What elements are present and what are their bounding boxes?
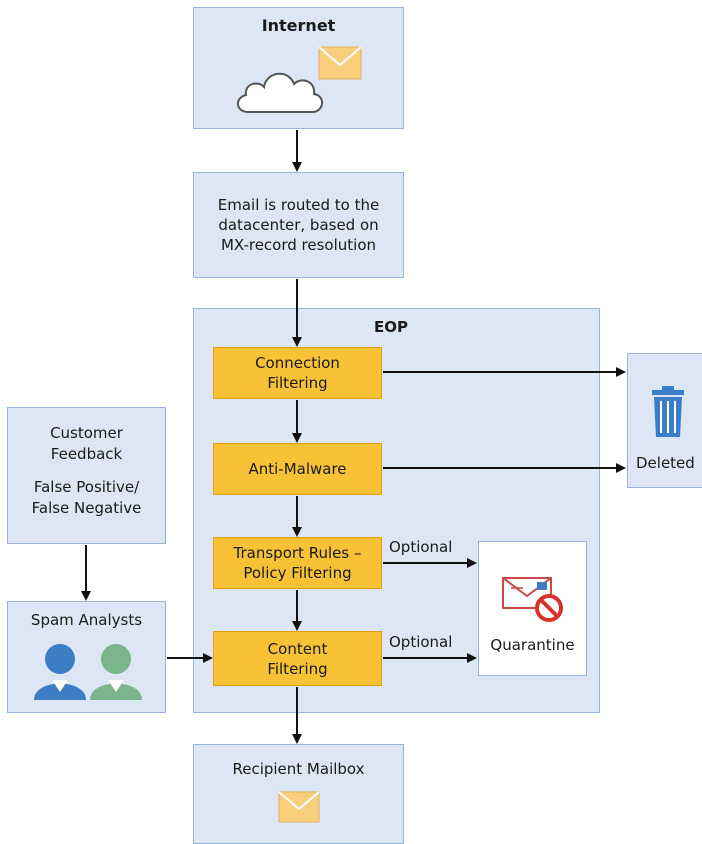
- recipient-mailbox-box: Recipient Mailbox: [193, 744, 404, 844]
- deleted-box: Deleted: [627, 353, 702, 488]
- transport-rules-line-1: Transport Rules –: [233, 544, 362, 562]
- content-filtering-line-2: Filtering: [267, 659, 328, 678]
- envelope-icon: [318, 46, 362, 80]
- optional-label-content: Optional: [389, 633, 453, 651]
- internet-title: Internet: [261, 16, 336, 35]
- user-icon: [34, 644, 86, 700]
- quarantine-label: Quarantine: [490, 636, 575, 654]
- envelope-icon: [278, 791, 320, 823]
- customer-feedback-line-2: Feedback: [50, 445, 123, 463]
- routing-line-3: MX-record resolution: [220, 236, 377, 254]
- customer-feedback-line-1: Customer: [50, 424, 123, 442]
- customer-feedback-line-3: False Positive/: [33, 478, 140, 496]
- routing-line-2: datacenter, based on: [218, 216, 379, 234]
- cloud-icon: [237, 72, 323, 113]
- optional-label-transport: Optional: [389, 538, 453, 556]
- anti-malware-label: Anti-Malware: [248, 460, 347, 478]
- internet-box: Internet: [193, 7, 404, 129]
- connection-filtering-box: Connection Filtering: [213, 347, 382, 399]
- routing-box: Email is routed to the datacenter, based…: [193, 172, 404, 278]
- anti-malware-box: Anti-Malware: [213, 443, 382, 495]
- customer-feedback-box: Customer Feedback False Positive/ False …: [7, 407, 166, 544]
- deleted-label: Deleted: [636, 454, 695, 472]
- content-filtering-box: Content Filtering: [213, 631, 382, 686]
- content-filtering-line-1: Content: [267, 639, 328, 658]
- connection-filtering-line-1: Connection: [255, 354, 340, 372]
- customer-feedback-line-4: False Negative: [31, 499, 142, 517]
- recipient-mailbox-label: Recipient Mailbox: [232, 760, 365, 778]
- user-icon: [90, 644, 142, 700]
- transport-rules-box: Transport Rules – Policy Filtering: [213, 537, 382, 589]
- quarantine-icon: [502, 577, 563, 622]
- eop-title: EOP: [374, 318, 408, 336]
- quarantine-box: Quarantine: [478, 541, 587, 676]
- spam-analysts-label: Spam Analysts: [30, 611, 143, 629]
- spam-analysts-box: Spam Analysts: [7, 601, 166, 713]
- connection-filtering-line-2: Filtering: [267, 374, 328, 392]
- transport-rules-line-2: Policy Filtering: [243, 564, 352, 582]
- trash-icon: [652, 386, 684, 437]
- routing-line-1: Email is routed to the: [217, 196, 380, 214]
